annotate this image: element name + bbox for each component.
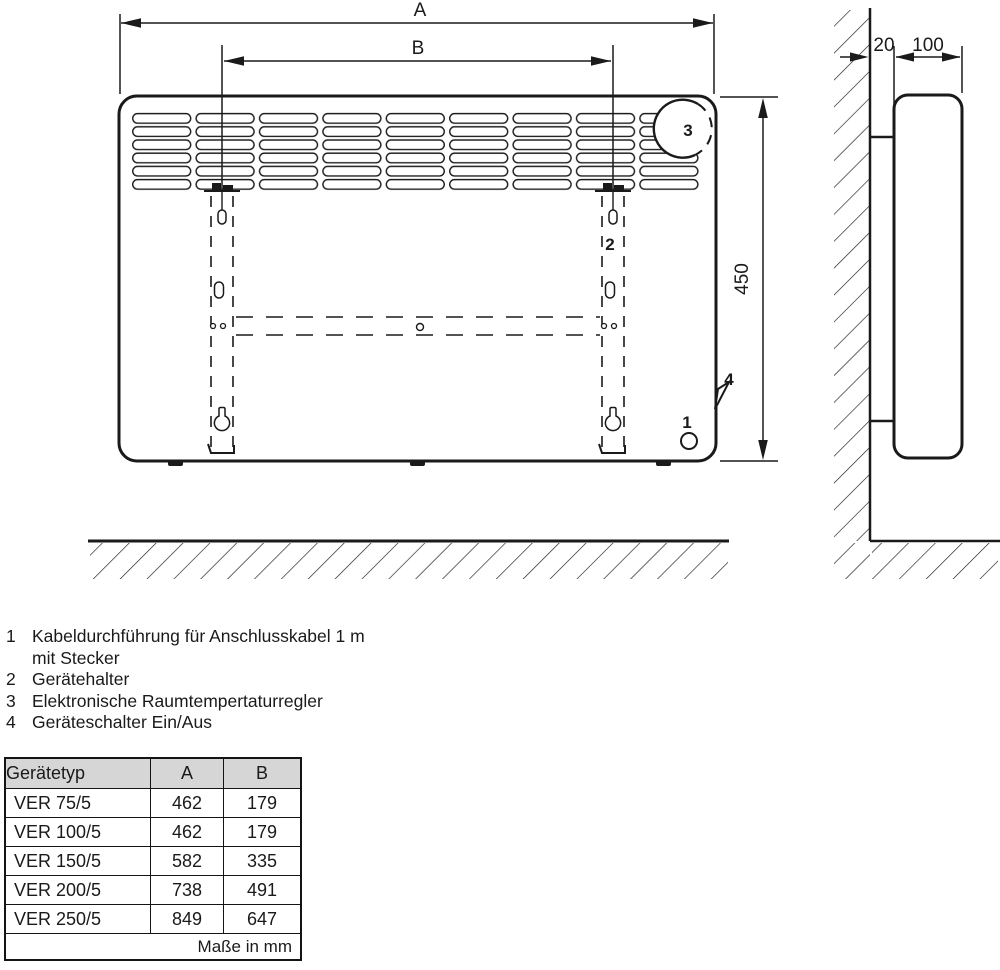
wall-hatching — [834, 10, 870, 541]
legend-item-number: 1 — [6, 626, 16, 646]
bracket-slot — [604, 281, 616, 299]
callout-4: 4 — [724, 370, 734, 389]
cell-a: 462 — [150, 788, 224, 818]
mounting-rail — [236, 316, 600, 336]
technical-diagram: A B 450 1 2 3 4 — [88, 0, 1000, 579]
col-header-a: A — [150, 757, 224, 789]
legend-item-number: 4 — [6, 712, 16, 732]
legend-item-text: Kabeldurchführung für Anschlusskabel 1 m… — [32, 626, 365, 669]
heater-side-profile — [892, 93, 964, 460]
legend-item-text: Gerätehalter — [32, 669, 129, 691]
front-view — [88, 14, 778, 579]
bracket-slot — [217, 209, 227, 225]
table-row: VER 100/5 462 179 — [4, 817, 302, 847]
legend: 1 Kabeldurchführung für Anschlusskabel 1… — [6, 626, 365, 734]
cable-entry-hole — [680, 432, 698, 450]
legend-line: Elektronische Raumtempertaturregler — [32, 690, 323, 711]
bracket-slot — [608, 209, 618, 225]
cell-b: 491 — [223, 875, 302, 905]
cell-type: VER 75/5 — [4, 788, 151, 818]
col-header-geraetetyp: Gerätetyp — [4, 757, 151, 789]
power-switch-flag — [714, 379, 732, 410]
dimension-b — [221, 45, 614, 190]
legend-item: 3 Elektronische Raumtempertaturregler — [6, 691, 365, 713]
legend-line: Kabeldurchführung für Anschlusskabel 1 m — [32, 626, 365, 646]
rail-center-hole — [415, 322, 425, 332]
dimension-depth-100 — [893, 46, 963, 137]
cell-type: VER 250/5 — [4, 904, 151, 934]
cell-b: 179 — [223, 788, 302, 818]
bracket-foot — [598, 443, 626, 454]
bracket-keyhole — [604, 406, 622, 432]
dim-a-label: A — [414, 0, 427, 21]
cell-type: VER 200/5 — [4, 875, 151, 905]
bracket-keyhole — [213, 406, 231, 432]
mounting-bracket-right — [595, 183, 631, 454]
callout-1: 1 — [682, 413, 691, 432]
legend-item-number: 3 — [6, 690, 16, 711]
wall-hatching — [834, 543, 870, 579]
legend-item: 4 Geräteschalter Ein/Aus — [6, 712, 365, 734]
floor-hatching-side — [872, 543, 998, 579]
legend-line: Geräteschalter Ein/Aus — [32, 712, 212, 732]
cell-a: 738 — [150, 875, 224, 905]
air-grille — [132, 112, 701, 191]
cell-a: 849 — [150, 904, 224, 934]
cell-a: 582 — [150, 846, 224, 876]
bracket-foot — [207, 443, 235, 454]
dimension-wall-gap-20 — [840, 52, 869, 62]
legend-item-text: Elektronische Raumtempertaturregler — [32, 691, 323, 713]
dim-wall-gap-label: 20 — [873, 35, 894, 56]
dim-height-label: 450 — [732, 263, 753, 295]
table-row: VER 250/5 849 647 — [4, 904, 302, 934]
cell-b: 647 — [223, 904, 302, 934]
table-footer-row: Maße in mm — [4, 933, 302, 961]
thermostat-knob — [652, 98, 713, 159]
dimension-height-450 — [720, 96, 778, 462]
wall-bracket-side — [871, 135, 894, 423]
legend-line: Gerätehalter — [32, 669, 130, 689]
table-footer-note: Maße in mm — [4, 933, 302, 961]
table-row: VER 75/5 462 179 — [4, 788, 302, 818]
callout-2: 2 — [605, 235, 614, 254]
legend-line: mit Stecker — [32, 647, 120, 668]
col-header-b: B — [223, 757, 302, 789]
legend-item: 2 Gerätehalter — [6, 669, 365, 691]
legend-item-text: Geräteschalter Ein/Aus — [32, 712, 212, 734]
dimension-a — [119, 14, 715, 94]
dim-depth-label: 100 — [912, 35, 944, 56]
floor-hatching-front — [90, 543, 728, 579]
bracket-slot — [213, 281, 225, 299]
table-row: VER 200/5 738 491 — [4, 875, 302, 905]
heater-feet — [168, 461, 671, 466]
cell-type: VER 150/5 — [4, 846, 151, 876]
cell-b: 335 — [223, 846, 302, 876]
cell-a: 462 — [150, 817, 224, 847]
legend-item: 1 Kabeldurchführung für Anschlusskabel 1… — [6, 626, 365, 669]
mounting-bracket-left — [204, 183, 240, 454]
legend-item-number: 2 — [6, 669, 16, 689]
callout-3: 3 — [683, 121, 692, 140]
dim-b-label: B — [412, 38, 425, 59]
table-header-row: Gerätetyp A B — [4, 757, 302, 789]
table-row: VER 150/5 582 335 — [4, 846, 302, 876]
side-view — [834, 8, 1000, 579]
cell-type: VER 100/5 — [4, 817, 151, 847]
cell-b: 179 — [223, 817, 302, 847]
spec-table: Gerätetyp A B VER 75/5 462 179 VER 100/5… — [4, 757, 302, 961]
